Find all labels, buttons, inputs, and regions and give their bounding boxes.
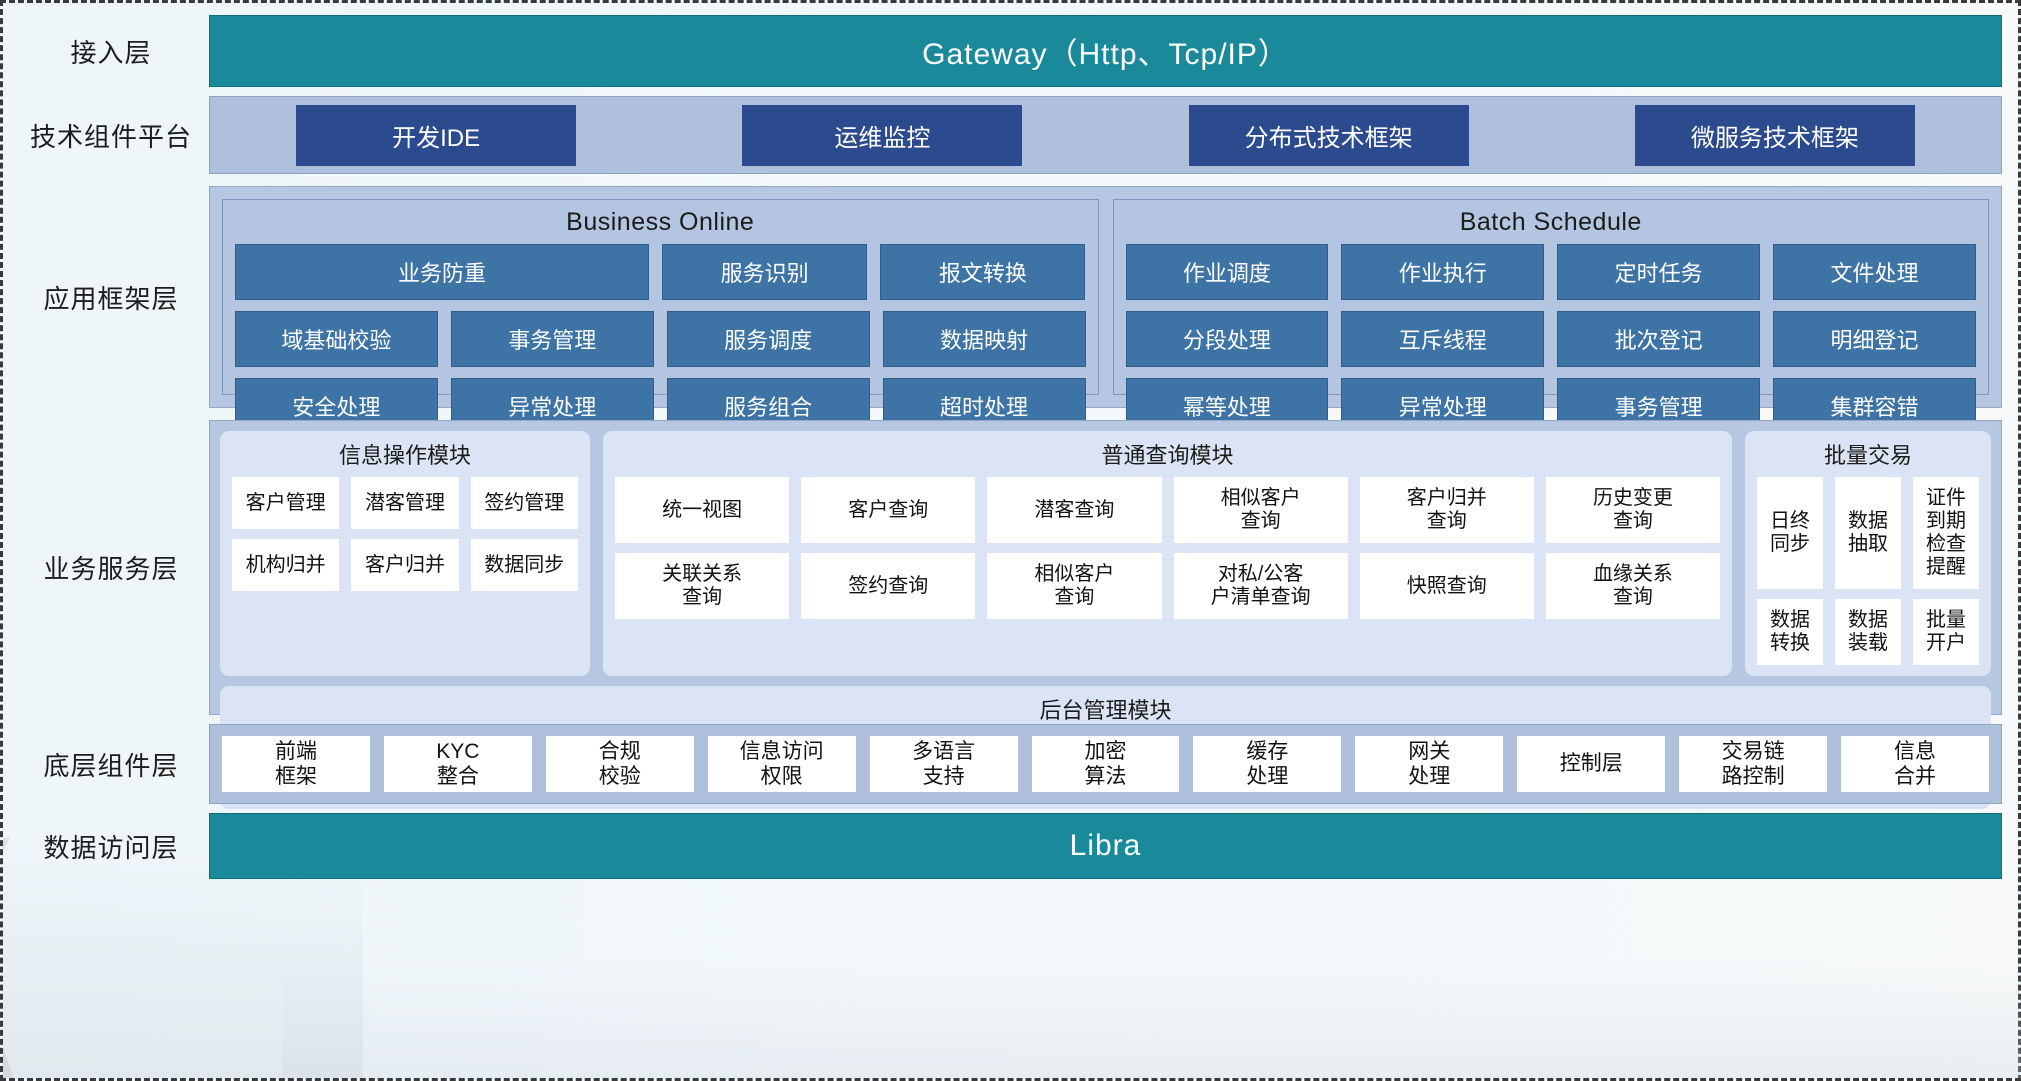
tech-chip-microservice-framework[interactable]: 微服务技术框架 [1634,104,1915,166]
layer-label-access: 接入层 [70,37,152,68]
cell-batch-account-open[interactable]: 批量开户 [1913,599,1979,665]
cell-multilanguage-support[interactable]: 多语言支持 [869,736,1018,792]
cell-retail-corporate-list-query[interactable]: 对私/公客户清单查询 [1173,553,1348,619]
cell-frontend-framework[interactable]: 前端框架 [222,736,370,792]
layer-label-app-framework: 应用框架层 [43,283,179,314]
cell-similar-customer-query-2[interactable]: 相似客户查询 [987,553,1162,619]
module-title-batch-transaction: 批量交易 [1823,443,1912,468]
cell-contract-mgmt[interactable]: 签约管理 [470,477,578,529]
cell-mutex-thread[interactable]: 互斥线程 [1341,311,1545,367]
info-operations-row-1: 客户管理 潜客管理 签约管理 [232,477,578,529]
layer-business-service: 业务服务层 信息操作模块 客户管理 潜客管理 签约管理 [13,420,2002,809]
panel-batch-schedule: Batch Schedule 作业调度 作业执行 定时任务 文件处理 分段处理 … [1112,199,1989,434]
cell-business-dedup[interactable]: 业务防重 [235,244,650,300]
cell-document-expiry-reminder[interactable]: 证件到期检查提醒 [1913,477,1979,589]
cell-lineage-query[interactable]: 血缘关系查询 [1545,553,1721,619]
libra-bar[interactable]: Libra [209,813,2002,879]
cell-segment-processing[interactable]: 分段处理 [1125,311,1329,367]
business-online-row-1: 业务防重 服务识别 报文转换 [235,244,1086,300]
cell-relationship-query[interactable]: 关联关系查询 [615,553,790,619]
info-operations-row-2: 机构归并 客户归并 数据同步 [232,539,578,591]
cell-batch-registration[interactable]: 批次登记 [1557,311,1761,367]
tech-platform-panel: 开发IDE 运维监控 分布式技术框架 微服务技术框架 [209,96,2002,174]
cell-prospect-query[interactable]: 潜客查询 [987,477,1162,543]
cell-job-execution[interactable]: 作业执行 [1341,244,1545,300]
cell-encryption-algorithm[interactable]: 加密算法 [1031,736,1180,792]
cell-data-load[interactable]: 数据装载 [1835,599,1901,665]
cell-cache-processing[interactable]: 缓存处理 [1193,736,1342,792]
cell-control-layer[interactable]: 控制层 [1517,736,1666,792]
cell-transaction-link-control[interactable]: 交易链路控制 [1679,736,1828,792]
cell-data-extract[interactable]: 数据抽取 [1835,477,1901,589]
cell-job-scheduling[interactable]: 作业调度 [1125,244,1329,300]
module-title-info-operations: 信息操作模块 [338,443,471,468]
cell-data-mapping[interactable]: 数据映射 [882,311,1086,367]
cell-similar-customer-query-1[interactable]: 相似客户查询 [1173,477,1348,543]
cell-customer-merge-query[interactable]: 客户归并查询 [1359,477,1534,543]
cell-message-transform[interactable]: 报文转换 [880,244,1086,300]
module-title-backend-management: 后台管理模块 [1039,698,1172,723]
cell-contract-query[interactable]: 签约查询 [801,553,976,619]
layer-data-access: 数据访问层 Libra [13,813,2002,879]
layer-label-base-component: 底层组件层 [43,750,179,781]
cell-data-transform[interactable]: 数据转换 [1757,599,1823,665]
module-title-common-query: 普通查询模块 [1101,443,1234,468]
cell-domain-validation[interactable]: 域基础校验 [235,311,438,367]
cell-transaction-mgmt[interactable]: 事务管理 [450,311,654,367]
layer-label-data-access: 数据访问层 [43,832,179,863]
cell-data-sync[interactable]: 数据同步 [470,539,578,591]
cell-service-identify[interactable]: 服务识别 [662,244,868,300]
common-query-row-2: 关联关系查询 签约查询 相似客户查询 对私/公客户清单查询 快照查询 血缘关系查… [615,553,1721,619]
cell-customer-merge[interactable]: 客户归并 [351,539,459,591]
layer-stack: 接入层 Gateway（Http、Tcp/IP） 技术组件平台 开发IDE 运维… [3,3,2018,1078]
cell-org-merge[interactable]: 机构归并 [232,539,340,591]
module-info-operations: 信息操作模块 客户管理 潜客管理 签约管理 机构归并 客户归并 数据同步 [220,431,590,676]
layer-label-business-service: 业务服务层 [43,554,179,584]
layer-label-tech-platform: 技术组件平台 [29,121,192,152]
layer-tech-platform: 技术组件平台 开发IDE 运维监控 分布式技术框架 微服务技术框架 [13,96,2002,174]
cell-history-change-query[interactable]: 历史变更查询 [1545,477,1721,543]
cell-snapshot-query[interactable]: 快照查询 [1359,553,1534,619]
batch-schedule-row-2: 分段处理 互斥线程 批次登记 明细登记 [1125,311,1976,367]
panel-business-online: Business Online 业务防重 服务识别 报文转换 域基础校验 事务管… [222,199,1099,434]
tech-chip-ide[interactable]: 开发IDE [296,104,577,166]
panel-title-batch-schedule: Batch Schedule [1459,208,1642,236]
cell-customer-query[interactable]: 客户查询 [801,477,976,543]
batch-transaction-row-1: 日终同步 数据抽取 证件到期检查提醒 [1757,477,1979,589]
layer-app-framework: 应用框架层 Business Online 业务防重 服务识别 报文转换 域基础… [13,186,2002,434]
cell-customer-mgmt[interactable]: 客户管理 [232,477,340,529]
module-batch-transaction: 批量交易 日终同步 数据抽取 证件到期检查提醒 数据转换 数据装载 批量开户 [1745,431,1991,676]
gateway-bar[interactable]: Gateway（Http、Tcp/IP） [209,15,2002,87]
cell-eod-sync[interactable]: 日终同步 [1757,477,1823,589]
panel-title-business-online: Business Online [566,208,755,236]
cell-compliance-check[interactable]: 合规校验 [545,736,694,792]
cell-info-access-permission[interactable]: 信息访问权限 [707,736,856,792]
common-query-row-1: 统一视图 客户查询 潜客查询 相似客户查询 客户归并查询 历史变更查询 [615,477,1721,543]
tech-chip-distributed-framework[interactable]: 分布式技术框架 [1188,104,1469,166]
cell-timed-task[interactable]: 定时任务 [1557,244,1761,300]
cell-unified-view[interactable]: 统一视图 [615,477,790,543]
cell-service-dispatch[interactable]: 服务调度 [666,311,870,367]
module-common-query: 普通查询模块 统一视图 客户查询 潜客查询 相似客户查询 客户归并查询 历史变更… [603,431,1732,676]
cell-gateway-processing[interactable]: 网关处理 [1355,736,1504,792]
cell-info-merge[interactable]: 信息合并 [1841,736,1989,792]
cell-detail-registration[interactable]: 明细登记 [1773,311,1976,367]
business-service-modules: 信息操作模块 客户管理 潜客管理 签约管理 机构归并 客户归并 数据同步 [220,431,1991,676]
cell-prospect-mgmt[interactable]: 潜客管理 [351,477,459,529]
business-service-panel: 信息操作模块 客户管理 潜客管理 签约管理 机构归并 客户归并 数据同步 [209,420,2002,809]
layer-access: 接入层 Gateway（Http、Tcp/IP） [13,15,2002,87]
business-online-row-2: 域基础校验 事务管理 服务调度 数据映射 [235,311,1086,367]
app-framework-panel: Business Online 业务防重 服务识别 报文转换 域基础校验 事务管… [209,186,2002,434]
batch-schedule-row-1: 作业调度 作业执行 定时任务 文件处理 [1125,244,1976,300]
batch-transaction-row-2: 数据转换 数据装载 批量开户 [1757,599,1979,665]
tech-chip-ops-monitor[interactable]: 运维监控 [742,104,1023,166]
cell-file-processing[interactable]: 文件处理 [1773,244,1976,300]
